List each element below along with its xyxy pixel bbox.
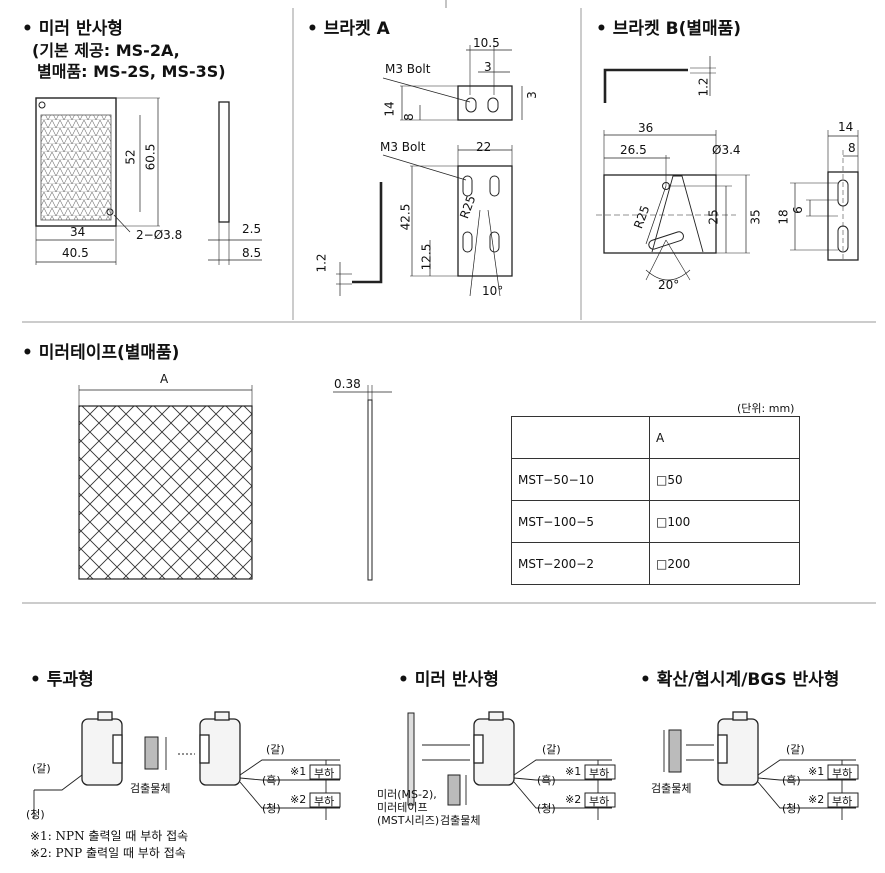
mirror-load-1: 부하	[589, 767, 610, 780]
table-row: MST−100−5 □100	[511, 500, 800, 543]
mirror-label-1: 미러(MS-2),	[377, 788, 437, 801]
through-blue-r: (청)	[262, 802, 281, 815]
mirror-subtitle-1: (기본 제공: MS-2A,	[32, 41, 180, 60]
through-black: (흑)	[262, 774, 281, 787]
table-cell: MST−100−5	[511, 500, 650, 543]
bracket-a-bolt-1: M3 Bolt	[385, 62, 431, 76]
dim-36: 36	[638, 121, 654, 135]
bracket-b-title: • 브라켓 B(별매품)	[596, 19, 742, 39]
through-blue: (청)	[26, 808, 45, 821]
note-pnp: ※2: PNP 출력일 때 부하 접속	[30, 846, 186, 860]
diffuse-target: 검출물체	[651, 782, 692, 795]
dim-3-a: 3	[484, 60, 492, 74]
mirror-brown: (갈)	[542, 743, 561, 756]
through-target: 검출물체	[130, 782, 171, 795]
mirror-black: (흑)	[537, 774, 556, 787]
dim-34: 34	[70, 225, 86, 239]
tape-drawing	[78, 385, 392, 581]
mirror-subtitle-2: 별매품: MS-2S, MS-3S)	[37, 62, 226, 81]
diffuse-black: (흑)	[782, 774, 801, 787]
table-cell: MST−200−2	[511, 542, 650, 585]
through-load-2: 부하	[314, 795, 335, 808]
through-load-1: 부하	[314, 767, 335, 780]
table-cell: □200	[649, 542, 800, 585]
mirror-load-2: 부하	[589, 795, 610, 808]
mirror-target: 검출물체	[440, 814, 481, 827]
mirror-n1: ※1	[565, 765, 582, 778]
dim-10-5: 10.5	[473, 36, 500, 50]
mirror-drawing	[35, 97, 262, 265]
mirror-label-3: (MST시리즈)	[377, 814, 440, 827]
bracket-b-drawing	[596, 56, 859, 281]
dim-8-5: 8.5	[242, 246, 262, 260]
diffuse-blue: (청)	[782, 802, 801, 815]
tape-dim-a: A	[160, 372, 169, 386]
diffuse-title: • 확산/협시계/BGS 반사형	[640, 670, 840, 690]
dim-20-deg: 20°	[658, 278, 680, 292]
mirror-wiring-title: • 미러 반사형	[398, 670, 499, 690]
mirror-blue: (청)	[537, 802, 556, 815]
diffuse-brown: (갈)	[786, 743, 805, 756]
table-header-cell	[511, 416, 650, 459]
dim-26-5: 26.5	[620, 143, 647, 157]
mirror-label-2: 미러테이프	[377, 801, 428, 814]
through-n2: ※2	[290, 793, 307, 806]
diffuse-n1: ※1	[808, 765, 825, 778]
tape-table: A MST−50−10 □50 MST−100−5 □100 MST−200−2…	[511, 416, 800, 585]
dim-14-b: 14	[838, 120, 854, 134]
through-brown-r: (갈)	[266, 743, 285, 756]
table-row: MST−50−10 □50	[511, 458, 800, 501]
tape-dim-thickness: 0.38	[334, 377, 361, 391]
diffuse-load-1: 부하	[832, 767, 853, 780]
diffuse-n2: ※2	[808, 793, 825, 806]
table-header-row: A	[511, 416, 800, 459]
table-cell: MST−50−10	[511, 458, 650, 501]
mirror-title: • 미러 반사형	[22, 19, 123, 39]
bracket-a-bolt-2: M3 Bolt	[380, 140, 426, 154]
diffuse-load-2: 부하	[832, 795, 853, 808]
through-n1: ※1	[290, 765, 307, 778]
dim-hole: 2−Ø3.8	[136, 228, 183, 242]
dim-40-5: 40.5	[62, 246, 89, 260]
dim-10-deg: 10°	[482, 284, 504, 298]
mirror-n2: ※2	[565, 793, 582, 806]
unit-label: (단위: mm)	[737, 402, 795, 415]
table-cell: □50	[649, 458, 800, 501]
dim-22: 22	[476, 140, 492, 154]
table-row: MST−200−2 □200	[511, 542, 800, 585]
through-title: • 투과형	[30, 670, 94, 690]
bracket-a-drawing	[336, 45, 523, 297]
tape-title: • 미러테이프(별매품)	[22, 343, 180, 363]
bracket-a-title: • 브라켓 A	[307, 19, 390, 39]
dim-8-b: 8	[848, 141, 856, 155]
table-cell: □100	[649, 500, 800, 543]
dim-hole-3-4: Ø3.4	[712, 143, 741, 157]
through-brown: (갈)	[32, 762, 51, 775]
dim-2-5: 2.5	[242, 222, 262, 236]
note-npn: ※1: NPN 출력일 때 부하 접속	[30, 829, 189, 843]
